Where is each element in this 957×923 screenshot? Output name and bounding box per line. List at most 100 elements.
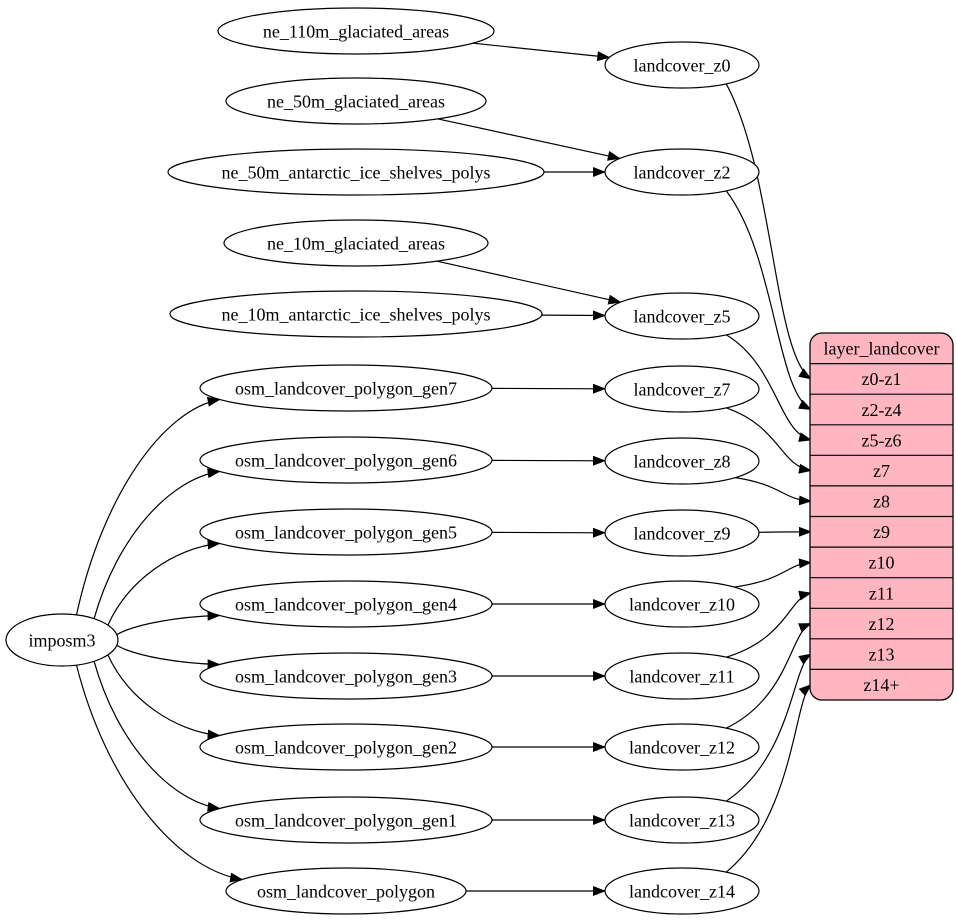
- edge-imposm3-osm_landcover_polygon_gen6: [93, 468, 221, 619]
- table-title: layer_landcover: [824, 339, 940, 359]
- edge-landcover_z10-row-z10: [734, 558, 812, 588]
- edge-landcover_z13-row-z13: [725, 653, 812, 802]
- node-ne_110m_glaciated_areas-label: ne_110m_glaciated_areas: [263, 21, 449, 41]
- node-osm_landcover_polygon: osm_landcover_polygon: [225, 867, 467, 915]
- node-imposm3-label: imposm3: [28, 630, 95, 650]
- edge-imposm3-osm_landcover_polygon_gen3: [116, 644, 221, 670]
- table-row-z13: z13: [869, 644, 895, 664]
- node-ne_50m_antarctic_ice_shelves_polys-ellipse: [167, 148, 545, 196]
- edge-ne_110m_glaciated_areas-landcover_z0: [472, 42, 611, 62]
- node-landcover_z11: landcover_z11: [604, 652, 760, 700]
- node-landcover_z0-label: landcover_z0: [634, 55, 731, 75]
- node-ne_50m_glaciated_areas-ellipse: [225, 77, 487, 125]
- node-landcover_z2-ellipse: [604, 148, 760, 196]
- edge-imposm3-osm_landcover_polygon_gen4: [116, 610, 221, 636]
- table-row-z12: z12: [869, 614, 895, 634]
- node-imposm3-ellipse: [5, 613, 119, 667]
- table-row-z2-z4: z2-z4: [862, 400, 902, 420]
- node-landcover_z7: landcover_z7: [604, 365, 760, 413]
- node-ne_10m_glaciated_areas: ne_10m_glaciated_areas: [223, 219, 489, 267]
- table-row-z9: z9: [873, 522, 890, 542]
- node-landcover_z10-label: landcover_z10: [629, 594, 735, 614]
- edge-landcover_z7-row-z7: [726, 407, 812, 474]
- node-landcover_z11-label: landcover_z11: [629, 666, 734, 686]
- edge-landcover_z2-row-z2-z4: [725, 190, 812, 411]
- edge-ne_10m_glaciated_areas-landcover_z5: [436, 260, 622, 305]
- node-osm_landcover_polygon_gen6: osm_landcover_polygon_gen6: [199, 436, 493, 484]
- node-landcover_z13-ellipse: [604, 796, 760, 844]
- node-landcover_z5: landcover_z5: [604, 292, 760, 340]
- node-ne_50m_glaciated_areas-label: ne_50m_glaciated_areas: [267, 91, 445, 111]
- node-osm_landcover_polygon_gen3-ellipse: [199, 652, 493, 700]
- node-ne_10m_antarctic_ice_shelves_polys: ne_10m_antarctic_ice_shelves_polys: [169, 290, 543, 338]
- node-osm_landcover_polygon_gen1-ellipse: [199, 796, 493, 844]
- table-layer_landcover: layer_landcoverz0-z1z2-z4z5-z6z7z8z9z10z…: [809, 332, 954, 701]
- table-row-z8: z8: [873, 492, 890, 512]
- edge-landcover_z5-row-z5-z6: [725, 334, 812, 442]
- node-osm_landcover_polygon_gen7: osm_landcover_polygon_gen7: [199, 364, 493, 412]
- edge-imposm3-osm_landcover_polygon_gen1: [93, 661, 221, 812]
- node-osm_landcover_polygon_gen2-label: osm_landcover_polygon_gen2: [235, 737, 457, 757]
- edge-imposm3-osm_landcover_polygon_gen5: [107, 539, 221, 626]
- node-landcover_z13-label: landcover_z13: [629, 810, 735, 830]
- node-landcover_z12-label: landcover_z12: [629, 737, 735, 757]
- node-ne_10m_antarctic_ice_shelves_polys-ellipse: [169, 290, 543, 338]
- node-landcover_z2-label: landcover_z2: [634, 162, 731, 182]
- node-landcover_z13: landcover_z13: [604, 796, 760, 844]
- node-landcover_z9-label: landcover_z9: [634, 523, 731, 543]
- node-osm_landcover_polygon_gen3-label: osm_landcover_polygon_gen3: [235, 666, 457, 686]
- table-row-z11: z11: [869, 583, 894, 603]
- node-osm_landcover_polygon_gen4: osm_landcover_polygon_gen4: [199, 580, 493, 628]
- node-osm_landcover_polygon-label: osm_landcover_polygon: [257, 881, 435, 901]
- node-osm_landcover_polygon_gen1-label: osm_landcover_polygon_gen1: [235, 810, 457, 830]
- edge-ne_50m_glaciated_areas-landcover_z2: [437, 118, 621, 161]
- node-landcover_z14-label: landcover_z14: [629, 881, 735, 901]
- node-landcover_z10-ellipse: [604, 580, 760, 628]
- edge-landcover_z11-row-z11: [726, 590, 812, 658]
- node-osm_landcover_polygon_gen6-label: osm_landcover_polygon_gen6: [235, 450, 457, 470]
- node-ne_50m_glaciated_areas: ne_50m_glaciated_areas: [225, 77, 487, 125]
- node-landcover_z11-ellipse: [604, 652, 760, 700]
- node-ne_50m_antarctic_ice_shelves_polys-label: ne_50m_antarctic_ice_shelves_polys: [222, 162, 491, 182]
- node-ne_110m_glaciated_areas: ne_110m_glaciated_areas: [217, 7, 495, 55]
- table-row-z14+: z14+: [863, 675, 899, 695]
- node-landcover_z8-ellipse: [604, 437, 760, 485]
- node-landcover_z5-label: landcover_z5: [634, 306, 731, 326]
- edge-landcover_z0-row-z0-z1: [725, 83, 812, 380]
- edge-imposm3-osm_landcover_polygon_gen2: [107, 654, 221, 740]
- node-landcover_z12-ellipse: [604, 723, 760, 771]
- edge-landcover_z12-row-z12: [725, 622, 812, 729]
- node-landcover_z0-ellipse: [604, 41, 760, 89]
- node-osm_landcover_polygon_gen1: osm_landcover_polygon_gen1: [199, 796, 493, 844]
- node-landcover_z14-ellipse: [604, 867, 760, 915]
- table-row-z0-z1: z0-z1: [862, 369, 902, 389]
- node-landcover_z7-ellipse: [604, 365, 760, 413]
- node-osm_landcover_polygon_gen4-ellipse: [199, 580, 493, 628]
- node-osm_landcover_polygon_gen5-label: osm_landcover_polygon_gen5: [235, 522, 457, 542]
- node-osm_landcover_polygon_gen7-label: osm_landcover_polygon_gen7: [235, 378, 457, 398]
- node-osm_landcover_polygon_gen7-ellipse: [199, 364, 493, 412]
- edge-landcover_z14-row-z14+: [725, 684, 812, 873]
- node-osm_landcover_polygon_gen6-ellipse: [199, 436, 493, 484]
- node-osm_landcover_polygon_gen5: osm_landcover_polygon_gen5: [199, 508, 493, 556]
- node-landcover_z14: landcover_z14: [604, 867, 760, 915]
- node-ne_10m_glaciated_areas-label: ne_10m_glaciated_areas: [267, 233, 445, 253]
- node-landcover_z8-label: landcover_z8: [634, 451, 731, 471]
- node-landcover_z5-ellipse: [604, 292, 760, 340]
- edge-landcover_z8-row-z8: [735, 477, 812, 506]
- edge-imposm3-osm_landcover_polygon: [75, 664, 244, 883]
- node-ne_10m_glaciated_areas-ellipse: [223, 219, 489, 267]
- node-ne_50m_antarctic_ice_shelves_polys: ne_50m_antarctic_ice_shelves_polys: [167, 148, 545, 196]
- node-osm_landcover_polygon_gen5-ellipse: [199, 508, 493, 556]
- table-row-z5-z6: z5-z6: [862, 430, 902, 450]
- node-osm_landcover_polygon_gen2: osm_landcover_polygon_gen2: [199, 723, 493, 771]
- table-row-z10: z10: [869, 553, 895, 573]
- node-landcover_z12: landcover_z12: [604, 723, 760, 771]
- node-ne_10m_antarctic_ice_shelves_polys-label: ne_10m_antarctic_ice_shelves_polys: [222, 304, 491, 324]
- node-landcover_z10: landcover_z10: [604, 580, 760, 628]
- node-landcover_z9: landcover_z9: [604, 509, 760, 557]
- node-landcover_z0: landcover_z0: [604, 41, 760, 89]
- node-landcover_z8: landcover_z8: [604, 437, 760, 485]
